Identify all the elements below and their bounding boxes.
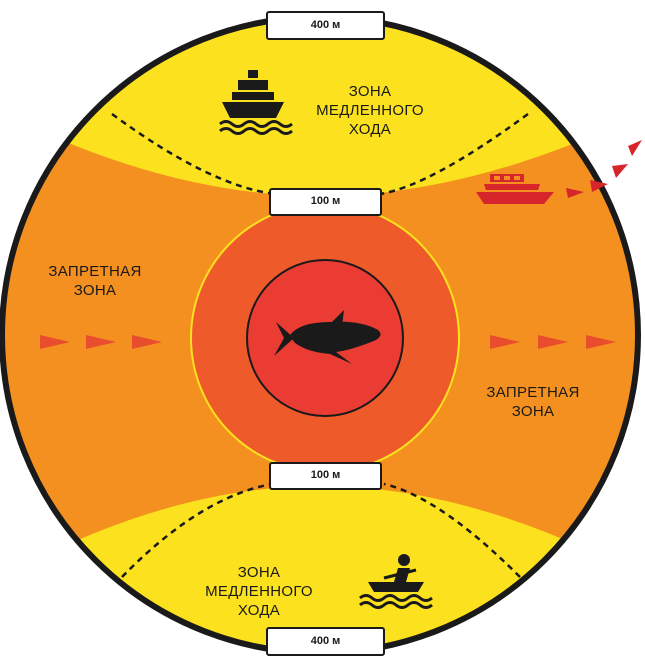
whale-icon [274, 310, 381, 364]
motorboat-path-arrows [566, 140, 642, 198]
arrow-icon [586, 335, 616, 349]
arrow-icon [612, 164, 628, 178]
arrow-icon [590, 180, 608, 192]
rowboat-icon [359, 554, 433, 609]
zone-label-slow-bottom: ЗОНА МЕДЛЕННОГО ХОДА [205, 564, 313, 619]
slow-zone-bottom-border-right [383, 482, 521, 578]
motorboat-icon [476, 174, 554, 204]
distance-label-inner-bottom: 100 м [269, 462, 382, 490]
slow-zone-bottom-border [121, 482, 273, 578]
distance-label-inner-top: 100 м [269, 188, 382, 216]
arrow-icon [132, 335, 162, 349]
arrow-icon [628, 140, 642, 156]
slow-zone-top-border-right [379, 112, 529, 196]
distance-label-outer-bottom: 400 м [266, 627, 385, 656]
zone-label-restricted-right: ЗАПРЕТНАЯ ЗОНА [486, 384, 580, 420]
arrow-icon [538, 335, 568, 349]
arrow-icon [566, 188, 584, 198]
distance-label-outer-top: 400 м [266, 11, 385, 40]
approach-arrows-left [40, 335, 162, 349]
zone-label-restricted-left: ЗАПРЕТНАЯ ЗОНА [48, 263, 142, 299]
arrow-icon [86, 335, 116, 349]
slow-zone-top-border [111, 112, 276, 196]
zone-label-slow-top: ЗОНА МЕДЛЕННОГО ХОДА [316, 83, 424, 138]
approach-arrows-right [490, 335, 616, 349]
arrow-icon [490, 335, 520, 349]
ship-icon [219, 70, 293, 135]
arrow-icon [40, 335, 70, 349]
